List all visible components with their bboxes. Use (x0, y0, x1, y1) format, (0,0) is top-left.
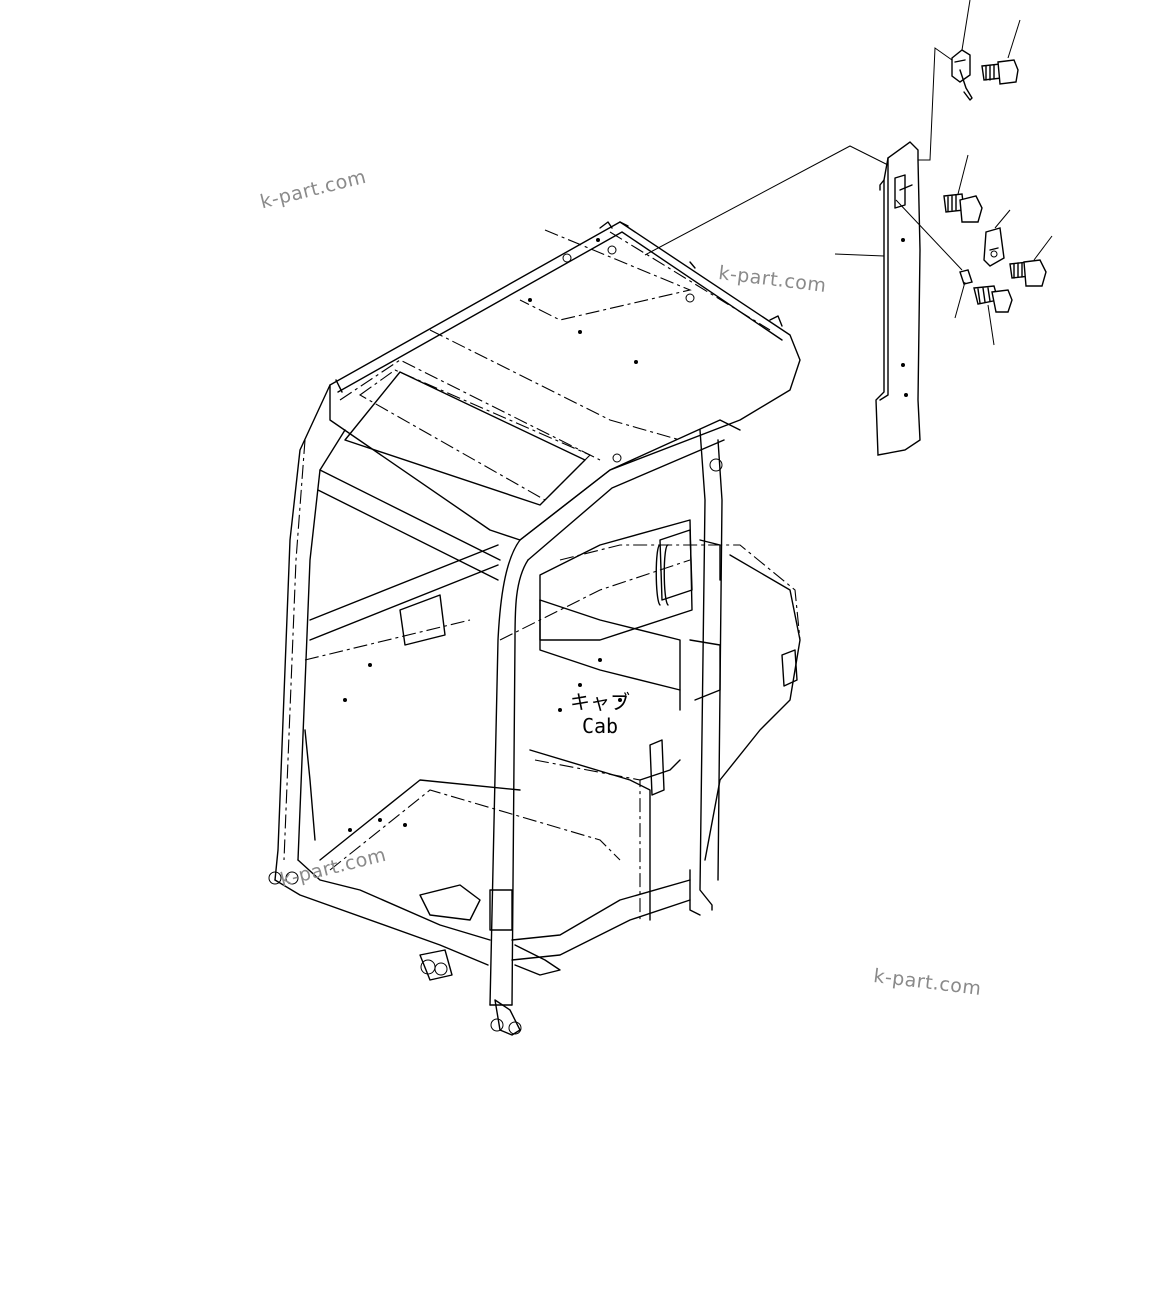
washer (895, 199, 973, 319)
cover-panel (875, 141, 921, 456)
door-handle (655, 544, 669, 606)
cab-roof (329, 221, 801, 541)
bolt-top (981, 19, 1021, 85)
cab-left-frame (268, 384, 621, 981)
cab-floor-frame (489, 879, 691, 1036)
cab-front-frame (489, 419, 741, 1006)
cab-part-label: キャブ Cab (566, 690, 634, 738)
cab-rear-housing (529, 544, 801, 921)
bolt-middle (943, 154, 983, 223)
leader-line-latch-to-cover (918, 47, 953, 161)
cab-label-japanese: キャブ (570, 690, 630, 714)
leader-line-cover-callout (834, 253, 885, 257)
screw-bottom (973, 285, 1013, 346)
clip-bracket (983, 209, 1011, 267)
bolt-right (1009, 235, 1053, 287)
latch-part (951, 0, 973, 101)
cab-label-english: Cab (581, 714, 619, 738)
leader-line-cover-to-cab (644, 145, 889, 256)
